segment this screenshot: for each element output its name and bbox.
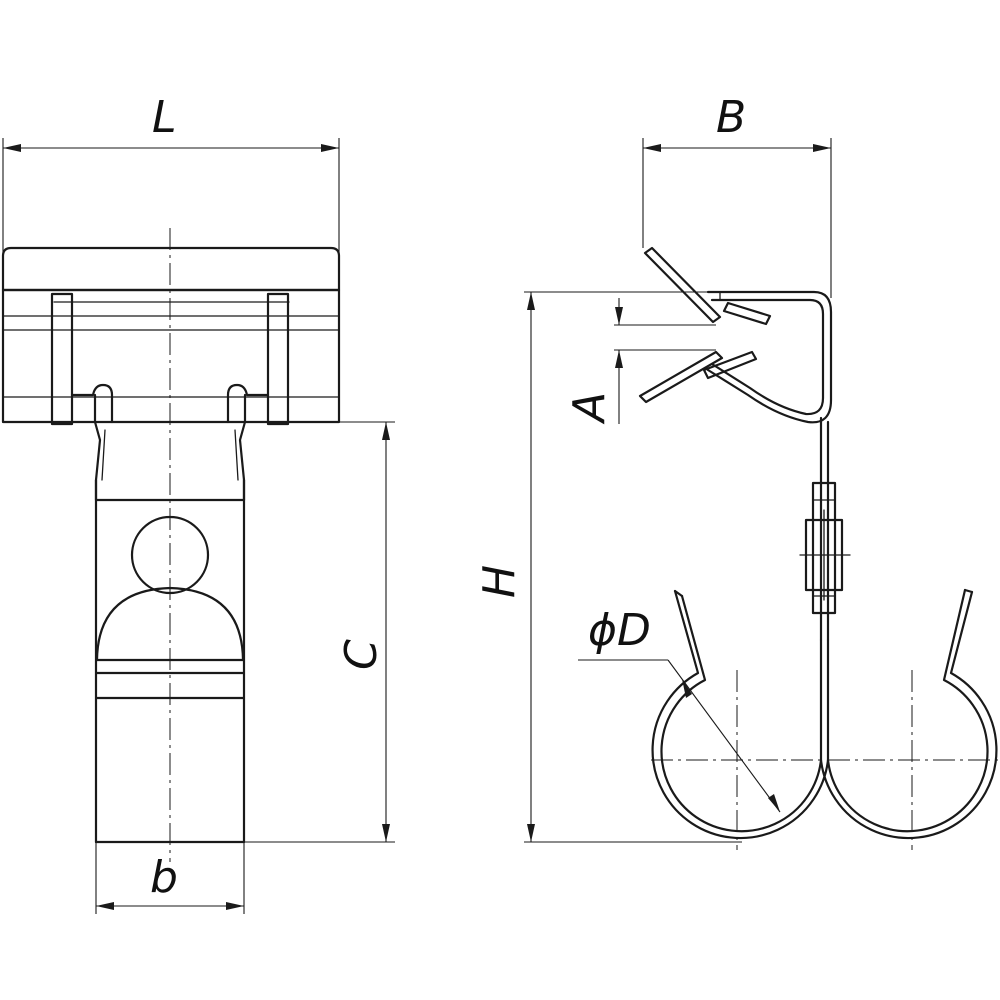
dimension-b [95,842,245,914]
right-band [266,292,290,426]
left-band [50,292,74,426]
flange-clip [706,290,833,424]
dimension-d [578,659,781,813]
side-view: B A [474,92,998,850]
front-view: L [1,92,395,914]
label-D: ϕD [588,605,651,656]
clip-housing [1,246,341,424]
dimension-c [244,421,395,843]
dimension-l [2,138,340,256]
left-pipe-loop [651,589,830,840]
label-c: C [336,639,387,670]
clip-teeth [638,246,772,404]
strap [799,416,851,642]
pipe-centerlines [651,670,998,850]
dimension-h [524,291,742,843]
label-A: A [564,392,615,425]
label-B: B [716,92,746,143]
label-b: b [150,852,178,903]
dimension-a [614,298,716,424]
label-H: H [474,565,525,598]
dimension-b-upper [642,138,832,298]
right-pipe-loop [819,588,998,840]
label-l: L [152,92,177,143]
